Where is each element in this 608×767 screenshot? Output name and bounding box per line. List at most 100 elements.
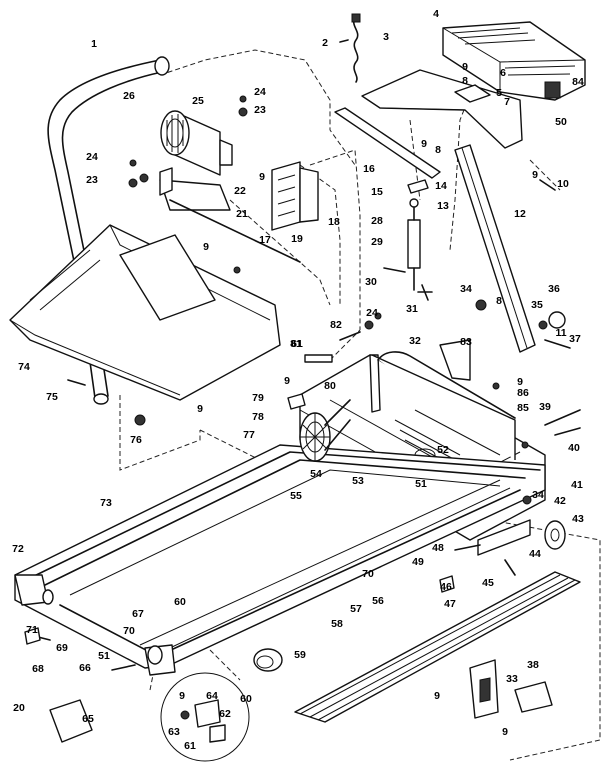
motor-mount [159,167,301,263]
part-callout: 66 [79,662,91,674]
part-callout: 19 [291,233,303,245]
part-callout: 81 [290,338,302,350]
part-callout: 60 [240,693,252,705]
part-callout: 59 [294,649,306,661]
part-callout: 80 [324,380,336,392]
part-callout: 6 [500,67,506,79]
part-callout: 9 [259,171,265,183]
motor-hood [9,224,281,401]
console-bracket [334,69,523,179]
end-cap [49,699,93,743]
drive-motor [160,110,233,176]
part-callout: 65 [82,713,94,725]
part-callout: 58 [331,618,343,630]
part-callout: 74 [18,361,30,373]
part-callout: 16 [363,163,375,175]
part-callout: 83 [460,336,472,348]
part-callout: 34 [460,283,472,295]
part-callout: 45 [482,577,494,589]
part-callout: 79 [252,392,264,404]
part-callout: 9 [179,690,185,702]
controller-board [271,161,319,231]
part-callout: 3 [383,31,389,43]
part-callout: 41 [571,479,583,491]
part-callout: 9 [284,375,290,387]
part-callout: 8 [496,295,502,307]
part-callout: 38 [527,659,539,671]
part-callout: 32 [409,335,421,347]
part-callout: 28 [371,215,383,227]
part-callout: 47 [444,598,456,610]
side-rail [294,571,581,723]
part-callout: 50 [555,116,567,128]
part-callout: 61 [291,338,303,350]
part-callout: 8 [462,75,468,87]
treadmill-deck [14,444,546,676]
part-callout: 37 [569,333,581,345]
part-callout: 18 [328,216,340,228]
part-callout: 24 [366,307,378,319]
part-callout: 11 [555,327,566,339]
part-callout: 31 [406,303,418,315]
part-callout: 25 [192,95,204,107]
part-callout: 24 [86,151,98,163]
rear-roller [42,589,163,665]
part-callout: 49 [412,556,424,568]
part-callout: 52 [437,444,449,456]
part-callout: 30 [365,276,377,288]
part-callout: 9 [203,241,209,253]
part-callout: 56 [372,595,384,607]
part-callout: 21 [236,208,248,220]
part-callout: 9 [517,376,523,388]
part-callout: 23 [86,174,98,186]
part-callout: 72 [12,543,24,555]
lift-cylinder [407,179,429,291]
part-callout: 12 [514,208,526,220]
part-callout: 70 [123,625,135,637]
part-callout: 5 [496,87,502,99]
part-callout: 63 [168,726,180,738]
flywheel-pulley [299,399,351,462]
part-callout: 15 [371,186,383,198]
part-callout: 51 [415,478,427,490]
part-callout: 70 [362,568,374,580]
console [442,21,586,101]
part-callout: 13 [437,200,449,212]
part-callout: 76 [130,434,142,446]
part-callout: 60 [174,596,186,608]
part-callout: 9 [532,169,538,181]
part-callout: 55 [290,490,302,502]
part-callout: 73 [100,497,112,509]
part-callout: 75 [46,391,58,403]
upright-post [454,144,536,353]
part-callout: 82 [330,319,342,331]
hardware [24,95,581,671]
safety-key [339,13,361,83]
part-callout: 54 [310,468,322,480]
foot-cap [253,648,283,672]
detail-inset [160,672,250,762]
part-callout: 9 [421,138,427,150]
part-callout: 34 [532,489,544,501]
part-callout: 1 [91,38,97,50]
part-callout: 17 [259,234,271,246]
part-callout: 77 [243,429,255,441]
part-callout: 61 [184,740,196,752]
part-callout: 2 [322,37,328,49]
part-callout: 20 [13,702,25,714]
part-callout: 67 [132,608,144,620]
part-callout: 51 [98,650,110,662]
part-callout: 35 [531,299,543,311]
part-callout: 71 [26,624,38,636]
part-callout: 29 [371,236,383,248]
part-callout: 64 [206,690,218,702]
part-callout: 48 [432,542,444,554]
part-callout: 53 [352,475,364,487]
part-callout: 4 [433,8,439,20]
handrail [47,56,170,405]
part-callout: 40 [568,442,580,454]
part-callout: 26 [123,90,135,102]
part-callout: 10 [557,178,569,190]
